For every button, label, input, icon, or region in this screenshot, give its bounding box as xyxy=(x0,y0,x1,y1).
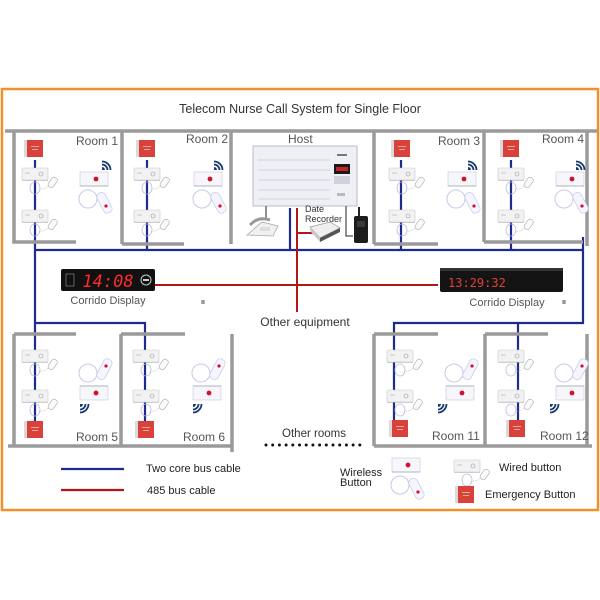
room-1-label: Room 1 xyxy=(76,134,118,148)
diagram-title: Telecom Nurse Call System for Single Flo… xyxy=(179,102,421,116)
emergency-button-icon xyxy=(24,140,43,157)
corridor-display-right-time: 13:29:32 xyxy=(448,276,506,290)
legend-485-label: 485 bus cable xyxy=(147,485,216,497)
dot xyxy=(298,443,301,447)
room-11-label: Room 11 xyxy=(432,429,480,443)
emergency-button-icon xyxy=(135,421,154,438)
walkie-talkie-icon xyxy=(354,207,368,243)
room-walls xyxy=(5,129,597,452)
dot xyxy=(284,443,288,447)
dot xyxy=(277,443,281,447)
corridor-display-right-caption: Corrido Display xyxy=(469,297,545,309)
room-4-label: Room 4 xyxy=(542,132,584,146)
dot xyxy=(351,443,355,447)
dot xyxy=(311,443,315,447)
other-rooms-label: Other rooms xyxy=(282,428,346,440)
corridor-display-right: 13:29:32 xyxy=(440,268,563,292)
dot xyxy=(304,443,308,447)
other-rooms-dots xyxy=(264,443,362,447)
legend-wireless-line2: Button xyxy=(340,477,372,489)
dot xyxy=(318,443,322,447)
legend-emergency-label: Emergency Button xyxy=(485,489,576,501)
emergency-button-icon xyxy=(391,140,410,157)
dot xyxy=(291,443,295,447)
emergency-button-icon xyxy=(136,140,155,157)
legend-emergency-button-icon xyxy=(455,486,474,503)
recorder-label-line1: Date xyxy=(305,204,324,214)
host-label: Host xyxy=(288,132,313,146)
other-equipment-label: Other equipment xyxy=(260,315,350,329)
corridor-display-left: 14:08 xyxy=(61,269,155,292)
room-5-label: Room 5 xyxy=(76,430,118,444)
legend-wired-label: Wired button xyxy=(499,462,561,474)
emergency-button-icon xyxy=(500,140,519,157)
dot xyxy=(338,443,342,447)
legend-wireless-line1: Wireless xyxy=(340,467,383,479)
room-2-label: Room 2 xyxy=(186,132,228,146)
dot xyxy=(324,443,328,447)
dot xyxy=(271,443,275,447)
room-3-label: Room 3 xyxy=(438,134,480,148)
dot xyxy=(358,443,362,447)
room-6-label: Room 6 xyxy=(183,430,225,444)
host-console xyxy=(252,145,358,207)
corridor-display-left-caption: Corrido Display xyxy=(70,295,146,307)
recorder-label-line2: Recorder xyxy=(305,214,342,224)
emergency-button-icon xyxy=(24,421,43,438)
dot xyxy=(344,443,348,447)
legend: Two core bus cable 485 bus cable Wireles… xyxy=(61,457,576,503)
recorder-icon xyxy=(309,221,341,242)
legend-two-core-label: Two core bus cable xyxy=(146,463,241,475)
dot xyxy=(331,443,335,447)
dot xyxy=(264,443,268,447)
485-bus xyxy=(147,208,438,312)
corridor-display-left-time: 14:08 xyxy=(82,272,133,292)
telephone-icon xyxy=(245,217,279,237)
emergency-button-icon xyxy=(389,420,408,437)
room-12-label: Room 12 xyxy=(540,429,589,443)
emergency-button-icon xyxy=(506,420,525,437)
